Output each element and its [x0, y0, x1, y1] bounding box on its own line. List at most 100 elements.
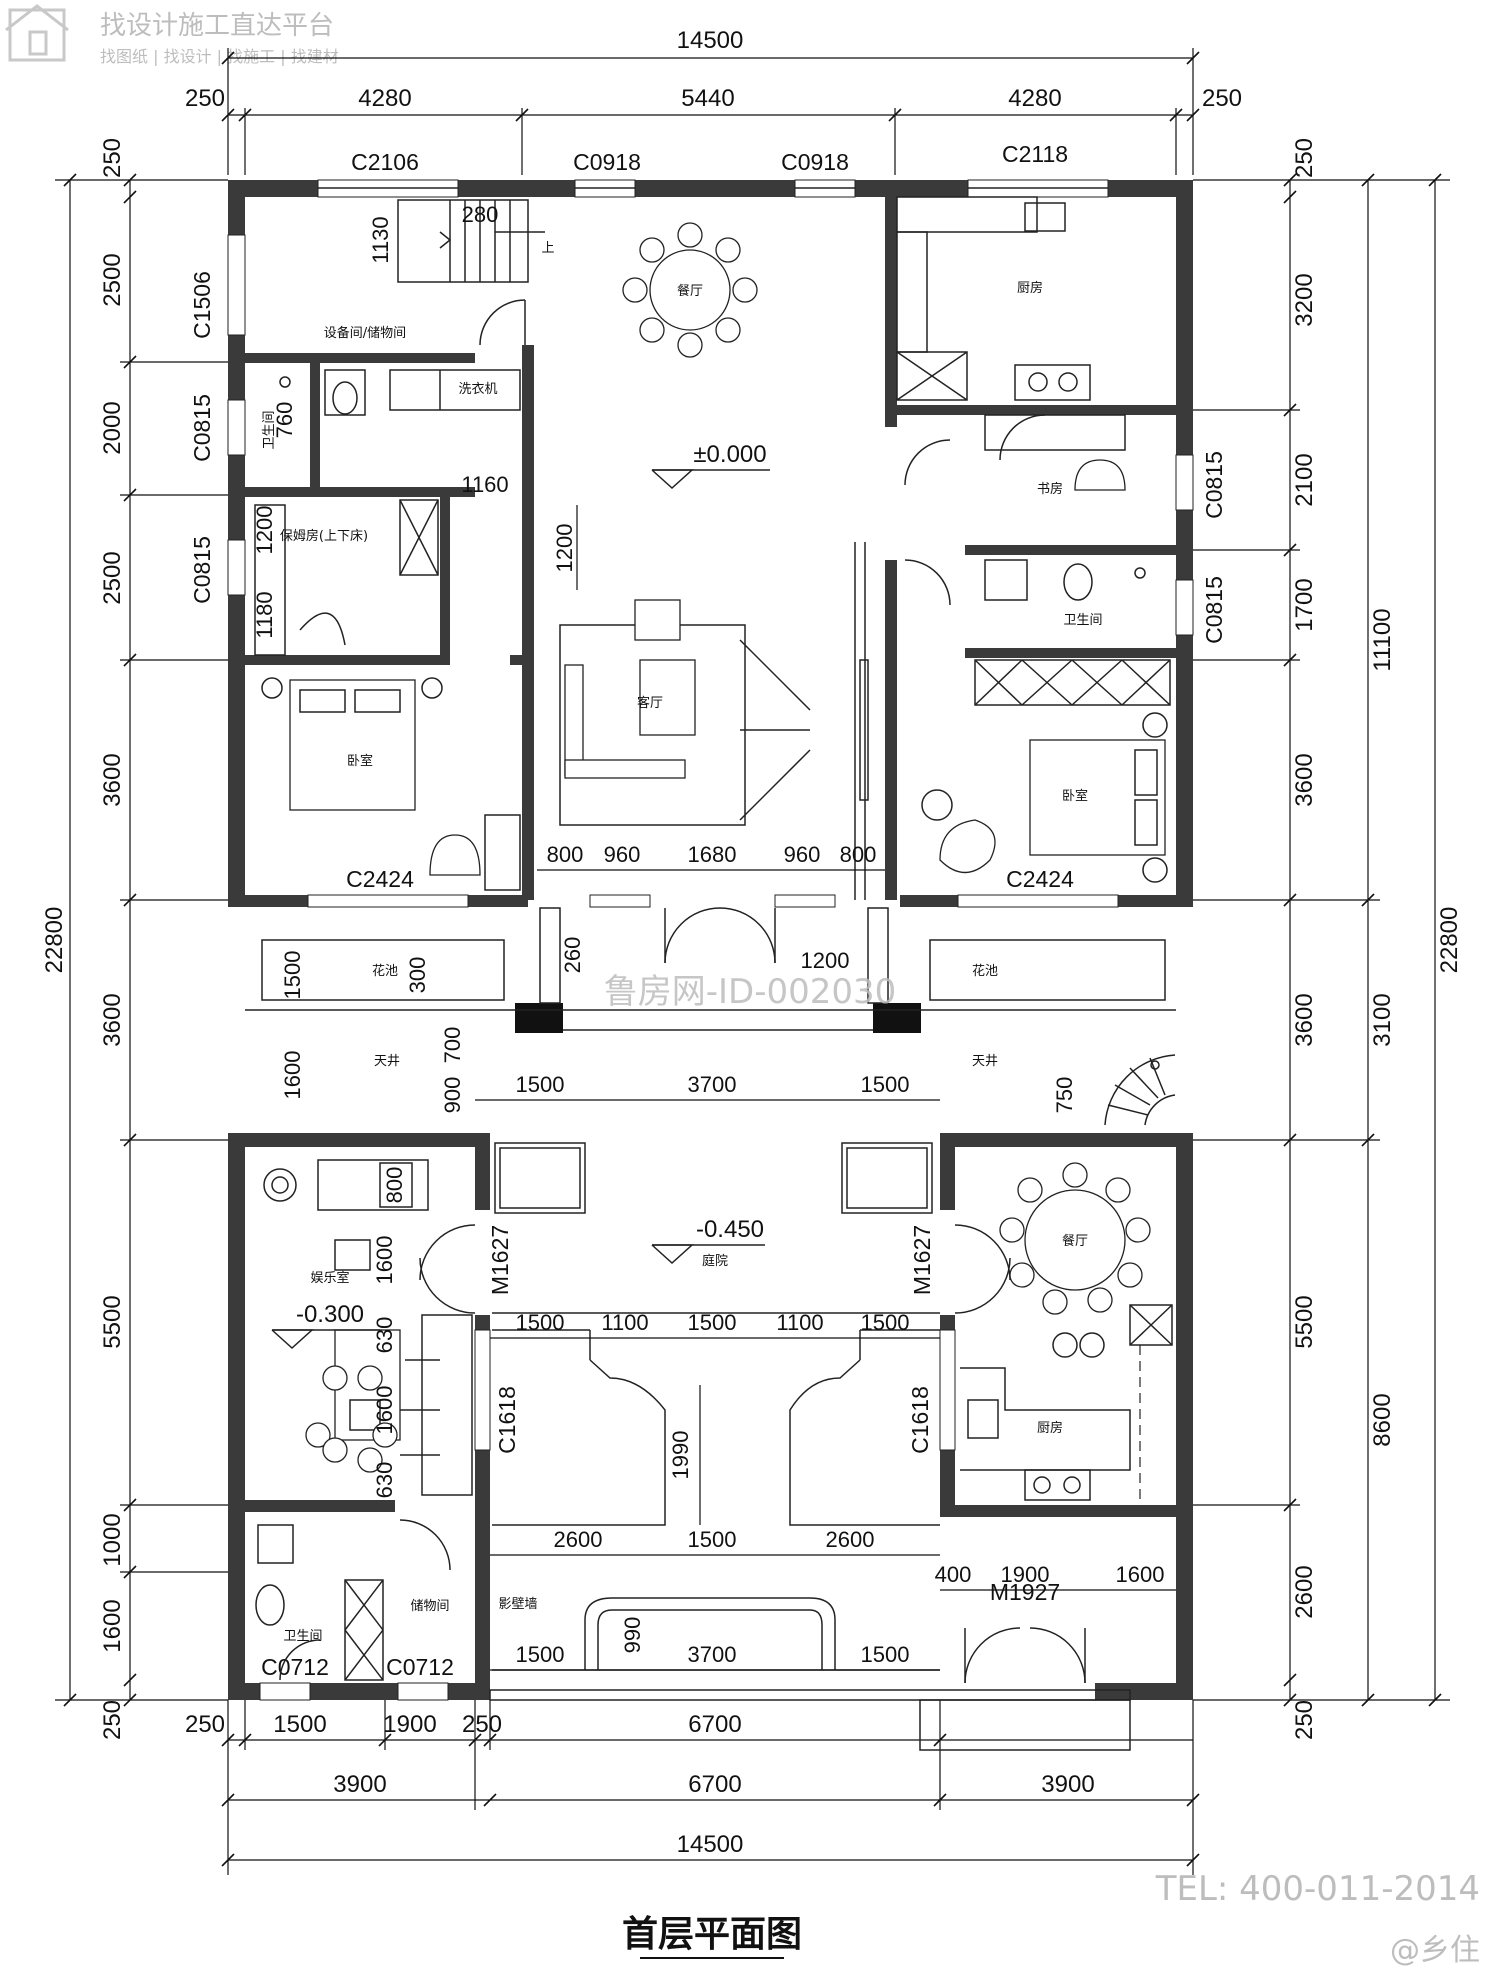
window-label-c1618: C1618 — [494, 1386, 520, 1454]
level-entertainment: -0.300 — [296, 1301, 364, 1328]
window-label-c0918: C0918 — [781, 149, 849, 175]
dim-inner: 1160 — [461, 472, 508, 497]
stair-up-label: 上 — [541, 241, 554, 256]
dim-top-seg: 250 — [185, 85, 225, 112]
dim-inner: 1990 — [668, 1431, 693, 1480]
dim-right-total: 22800 — [1436, 907, 1463, 974]
dim-inner: 1200 — [552, 524, 577, 573]
dim-left-seg: 2500 — [99, 551, 126, 604]
room-label-kitchen: 厨房 — [1037, 1420, 1063, 1436]
dim-top-seg: 250 — [1202, 85, 1242, 112]
dim-bottom-seg2: 3900 — [1041, 1771, 1094, 1798]
dim-bottom-seg2: 6700 — [688, 1771, 741, 1798]
dim-right-seg: 250 — [1291, 1700, 1318, 1740]
dim-right-seg: 3600 — [1291, 993, 1318, 1046]
dim-base-row: 1500 — [516, 1642, 565, 1667]
watermark-logo: 找设计施工直达平台 找图纸 | 找设计 | 找施工 | 找建材 — [5, 4, 339, 66]
dim-bottom-total: 14500 — [677, 1831, 744, 1858]
dim-court-row: 1100 — [776, 1310, 823, 1335]
dim-bottom-seg: 250 — [185, 1711, 225, 1738]
dim-right-seg: 1700 — [1291, 578, 1318, 631]
dim-screen-row: 1500 — [688, 1527, 737, 1552]
door-label-m1927: M1927 — [990, 1579, 1060, 1605]
dim-patio-row: 1500 — [861, 1072, 910, 1097]
dim-right-seg: 3600 — [1291, 753, 1318, 806]
watermark-tel: TEL: 400-011-2014 — [1155, 1869, 1480, 1909]
dim-inner: 1600 — [280, 1051, 305, 1100]
dim-entry-row: 1900 — [1001, 1562, 1050, 1587]
dim-right-mid: 11100 — [1369, 608, 1396, 671]
dim-bottom-seg: 6700 — [688, 1711, 741, 1738]
dim-entry-row: 1600 — [1116, 1562, 1165, 1587]
dim-court-row: 1500 — [516, 1310, 565, 1335]
window-label-c2106: C2106 — [351, 149, 419, 175]
dim-bottom-seg: 1900 — [383, 1711, 436, 1738]
room-label-bath: 卫生间 — [262, 410, 277, 449]
dim-inner: 1200 — [801, 948, 850, 973]
room-label-study: 书房 — [1037, 481, 1063, 497]
window-labels: C2106 C0918 C0918 C2118 C1506 C0815 C081… — [189, 141, 1227, 1680]
dim-left-seg: 1600 — [99, 1599, 126, 1652]
dim-right-mid: 8600 — [1369, 1393, 1396, 1446]
dim-inner: 1180 — [252, 591, 277, 638]
dim-court-row: 1500 — [861, 1310, 910, 1335]
room-label-entertainment: 娱乐室 — [310, 1270, 349, 1286]
dim-screen-row: 2600 — [826, 1527, 875, 1552]
window-label-c2118: C2118 — [1002, 141, 1068, 167]
dim-inner: 750 — [1052, 1077, 1077, 1114]
dim-living-row: 960 — [784, 842, 821, 867]
top-dimensions: 14500 250 4280 5440 4280 250 — [185, 27, 1242, 175]
room-label-bedroom: 卧室 — [347, 753, 373, 769]
dim-living-row: 960 — [604, 842, 641, 867]
dim-inner: 260 — [560, 937, 585, 974]
dim-bottom-seg: 250 — [462, 1711, 502, 1738]
dim-right-mid: 3100 — [1369, 993, 1396, 1046]
dim-top-total: 14500 — [677, 27, 744, 54]
dim-base-row: 1500 — [861, 1642, 910, 1667]
dim-living-row: 800 — [840, 842, 877, 867]
dim-court-row: 1100 — [601, 1310, 648, 1335]
bottom-dimensions: 250 1500 1900 250 6700 3900 6700 3900 14… — [185, 1700, 1200, 1875]
dim-top-seg: 5440 — [681, 85, 734, 112]
dim-left-seg: 3600 — [99, 753, 126, 806]
dim-living-row: 800 — [547, 842, 584, 867]
furniture — [245, 196, 1176, 1751]
dim-left-seg: 250 — [99, 138, 126, 178]
dim-bottom-seg: 1500 — [273, 1711, 326, 1738]
room-labels: 餐厅 厨房 设备间/储物间 洗衣机 卫生间 保姆房(上下床) 客厅 书房 卫生间… — [262, 241, 1103, 1644]
room-label-dining: 餐厅 — [677, 283, 703, 299]
dim-screen-row: 2600 — [554, 1527, 603, 1552]
room-label-dining: 餐厅 — [1062, 1233, 1088, 1249]
dim-ent: 1600 — [372, 1386, 397, 1435]
room-label-kitchen: 厨房 — [1017, 280, 1043, 296]
window-label-c2424: C2424 — [346, 866, 414, 892]
windows-top — [227, 179, 1194, 1701]
window-label-c0918: C0918 — [573, 149, 641, 175]
dim-inner: 900 — [440, 1077, 465, 1114]
window-label-c0815: C0815 — [189, 394, 215, 462]
room-label-patio: 天井 — [972, 1054, 998, 1069]
dim-entry-row: 400 — [935, 1562, 972, 1587]
level-labels: ±0.000 -0.450 -0.300 — [296, 441, 767, 1328]
dim-patio-row: 1500 — [516, 1072, 565, 1097]
dim-inner: 1200 — [252, 506, 277, 555]
dim-left-total: 22800 — [41, 907, 68, 974]
dim-left-seg: 5500 — [99, 1295, 126, 1348]
drawing-title: 首层平面图 — [622, 1914, 802, 1955]
dim-left-seg: 2500 — [99, 253, 126, 306]
dim-right-seg: 3200 — [1291, 273, 1318, 326]
dim-top-seg: 4280 — [1008, 85, 1061, 112]
inner-dimensions: 1130 280 760 1160 1200 1180 1200 800 960… — [252, 202, 1176, 1671]
watermark-id: 鲁房网-ID-002030 — [604, 972, 897, 1012]
watermark-subtitle: 找图纸 | 找设计 | 找施工 | 找建材 — [100, 47, 339, 66]
dim-right-seg: 2100 — [1291, 453, 1318, 506]
dim-top-seg: 4280 — [358, 85, 411, 112]
room-label-bedroom: 卧室 — [1062, 788, 1088, 804]
door-label-m1627: M1627 — [909, 1225, 935, 1295]
dim-base-row: 3700 — [688, 1642, 737, 1667]
dim-base-row: 990 — [620, 1617, 645, 1654]
dim-left-seg: 2000 — [99, 401, 126, 454]
level-ground: ±0.000 — [693, 441, 766, 468]
door-label-m1627: M1627 — [487, 1225, 513, 1295]
